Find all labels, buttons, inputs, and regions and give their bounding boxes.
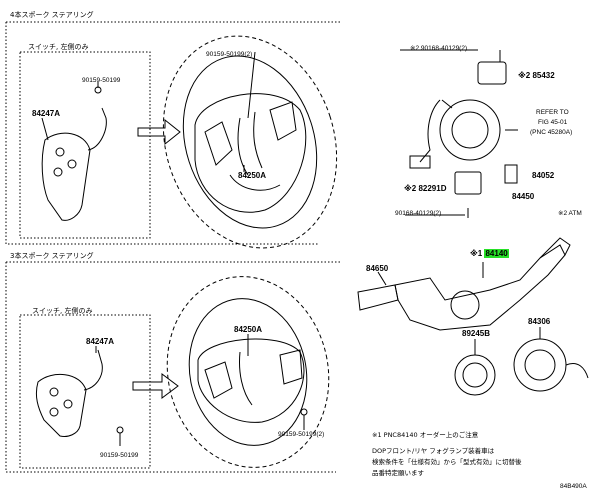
part-label-90159-50199-2-bottom: 90159-50199(2) [278,431,325,438]
note-line-4: 品番特定願います [372,469,424,477]
four-spoke-hub [194,93,307,213]
refer-fig-label: FIG 45-01 [538,119,568,126]
part-label-90159-50199-2-top: 90159-50199(2) [206,51,253,58]
figure-code: 84B490A [560,483,587,490]
refer-pnc-label: (PNC 45280A) [530,129,573,136]
part-label-84250a-top: 84250A [238,171,267,180]
spiral-cable-top [439,99,501,161]
part-84052 [504,164,518,184]
arrow-bottom [132,373,179,399]
three-spoke-wheel-inner [188,298,308,446]
refer-to-label: REFER TO [536,109,569,116]
three-spoke-wheel-outer [166,276,330,468]
three-spoke-frame [5,262,336,473]
note-line-3: 検索条件を「仕様有効」から「型式有効」に切替後 [372,458,522,466]
switch-subframe-bottom [19,314,151,469]
four-spoke-wheel-outer [162,35,338,249]
switch-left-only-label-bottom: スイッチ, 左側のみ [32,307,93,315]
atm-label: ※2 ATM [558,210,582,217]
three-spoke-hub [197,338,305,423]
sensor-85432 [477,61,507,85]
switch-left-only-label-top: スイッチ, 左側のみ [28,43,89,51]
part-label-84140: ※1 84140 [470,249,509,258]
switch-bottom [35,373,87,437]
four-spoke-section-title: 4本スポーク ステアリング [10,11,94,19]
switch-top [41,132,91,221]
part-label-84450: 84450 [512,192,535,201]
part-label-84140-highlight: 84140 [484,249,509,258]
part-label-90159-50199-bottom: 90159-50199 [100,452,139,459]
spiral-cable-89245b [454,354,496,396]
part-label-84247a-bottom: 84247A [86,337,115,346]
switch-subframe-top [19,51,151,239]
part-label-84140-prefix: ※1 [470,249,483,258]
four-spoke-wheel-inner [182,55,318,229]
part-label-84052: 84052 [532,171,555,180]
part-label-84306: 84306 [528,317,551,326]
part-label-84250a-bottom: 84250A [234,325,263,334]
note-line-1: ※1 PNC84140 オーダー上のご注意 [372,431,479,439]
four-spoke-frame [5,22,318,245]
spiral-cable-84306 [513,338,567,392]
arrow-top [137,118,181,146]
three-spoke-section-title: 3本スポーク ステアリング [10,252,94,260]
part-84450 [454,171,482,195]
part-label-85432: ※2 85432 [518,71,555,80]
part-label-84650: 84650 [366,264,389,273]
part-label-90168-40129-bottom: 90168-40129(2) [395,210,442,217]
part-label-89245b: 89245B [462,329,491,338]
note-line-2: DOPフロント/リヤ フォグランプ装着車は [372,447,495,455]
part-label-82291d: ※2 82291D [404,184,447,193]
part-label-84247a-top: 84247A [32,109,61,118]
part-label-90168-40129-top: ※2 90168-40129(2) [410,45,468,52]
part-label-90159-50199-a: 90159-50199 [82,77,121,84]
